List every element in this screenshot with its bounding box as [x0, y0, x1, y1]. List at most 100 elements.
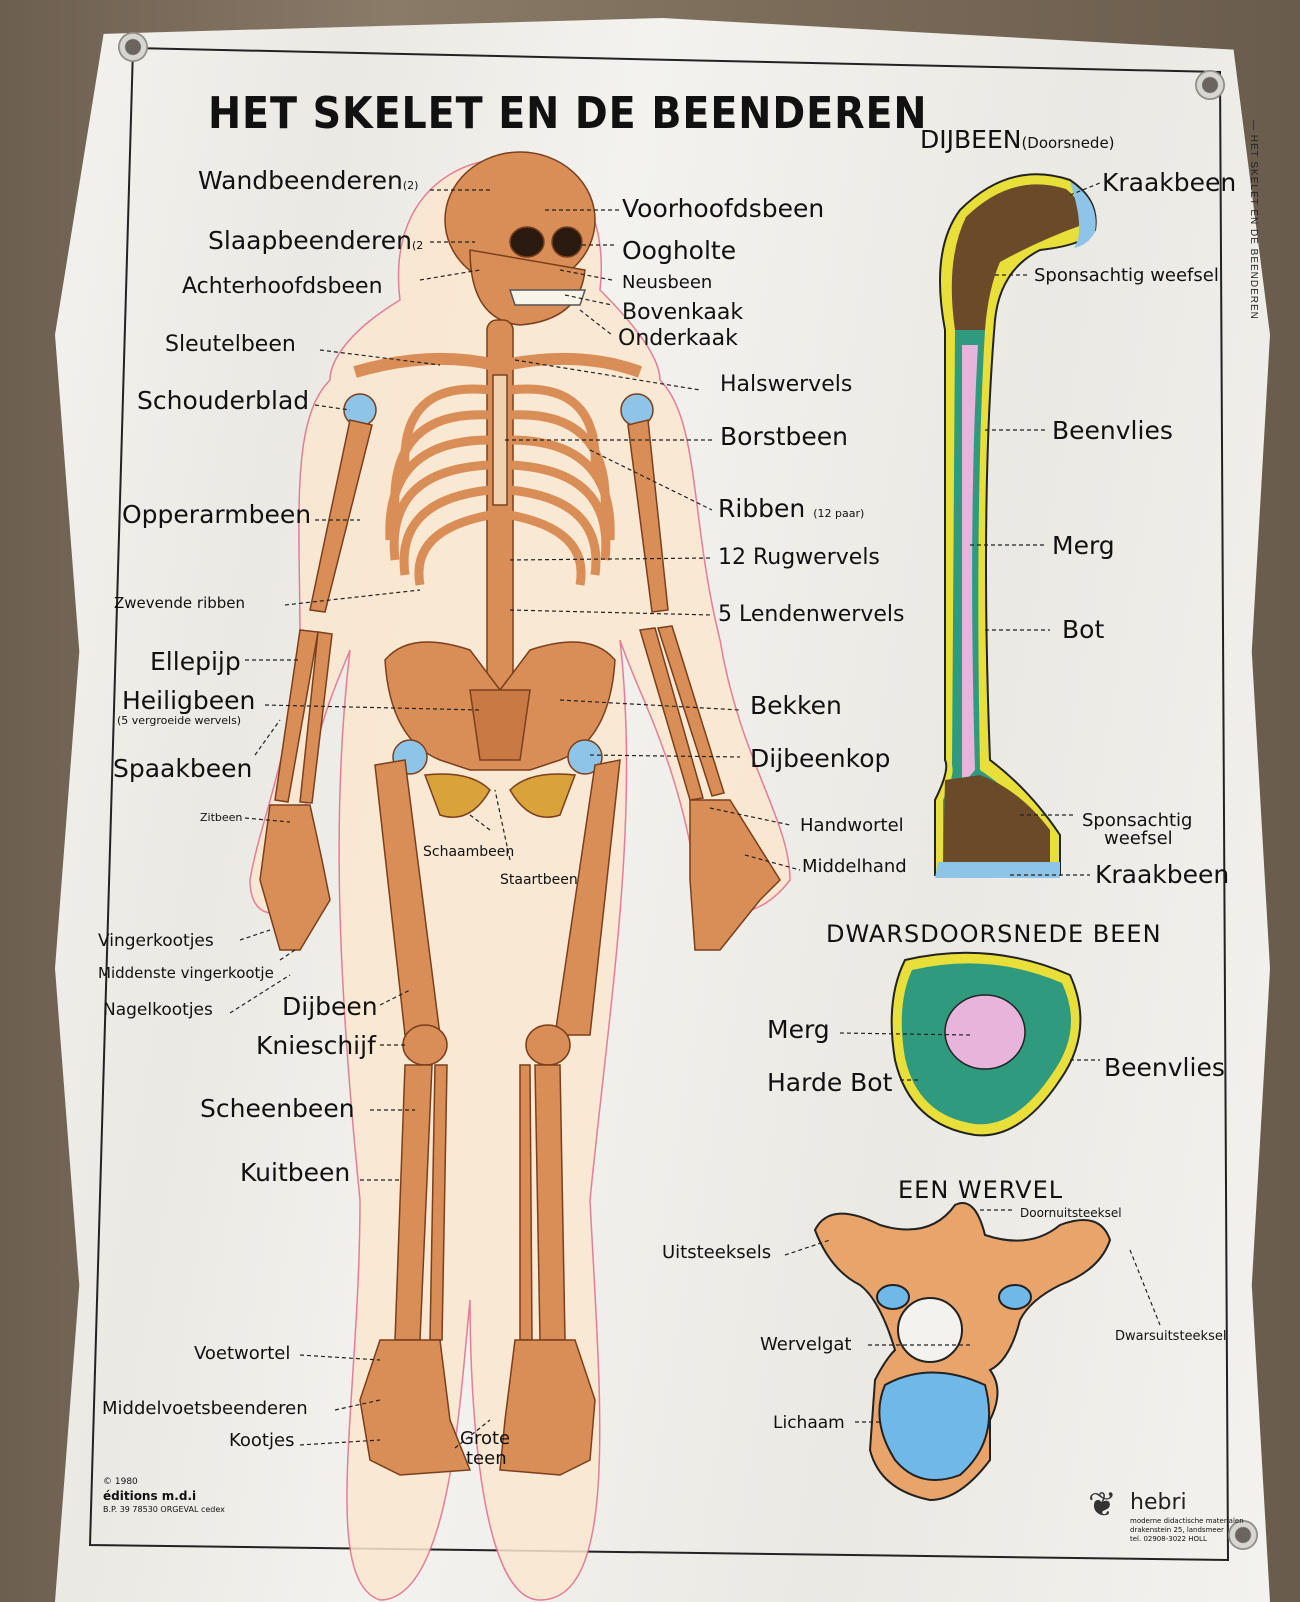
label-sponsachtig-top: Sponsachtig weefsel [1034, 265, 1219, 286]
publisher-name: éditions m.d.i [103, 1489, 197, 1503]
eye-socket-left [509, 226, 545, 258]
right-femur [554, 759, 621, 1036]
label-merg: Merg [1052, 531, 1115, 560]
publisher-brand-line3: tel. 02908-3022 HOLL [1130, 1535, 1207, 1543]
label-middenste-vingerkootje: Middenste vingerkootje [98, 964, 274, 982]
left-fibula [429, 1064, 448, 1341]
label-middelhand: Middelhand [802, 856, 907, 877]
left-ulna [299, 631, 333, 804]
label-zitbeen: Zitbeen [200, 811, 243, 824]
label-sponsachtig-bottom-1: Sponsachtig [1082, 810, 1193, 831]
right-ulna [639, 627, 704, 801]
label-grote-teen-1: Grote [460, 1428, 511, 1449]
right-hand [689, 799, 781, 951]
poster-frame [88, 46, 1230, 1562]
label-onderkaak: Onderkaak [618, 326, 738, 351]
grommet-bottom-right [1228, 1520, 1258, 1550]
label-nagelkootjes: Nagelkootjes [103, 1000, 213, 1020]
label-dijbeenkop: Dijbeenkop [750, 744, 891, 773]
label-cross-merg: Merg [767, 1015, 830, 1044]
label-borstbeen: Borstbeen [720, 422, 849, 451]
label-heiligbeen-note: (5 vergroeide wervels) [117, 714, 242, 727]
label-vingerkootjes: Vingerkootjes [98, 931, 214, 951]
label-beenvlies: Beenvlies [1052, 416, 1173, 445]
side-title: — HET SKELET EN DE BEENDEREN [1248, 120, 1259, 320]
label-kuitbeen: Kuitbeen [240, 1158, 351, 1187]
label-spaakbeen: Spaakbeen [113, 754, 253, 783]
label-bot: Bot [1062, 615, 1105, 644]
left-pubis [423, 773, 491, 818]
left-clavicle [353, 352, 497, 378]
hebri-logo-icon: ❦ [1088, 1485, 1117, 1525]
right-pubis [509, 773, 577, 818]
skeleton [259, 151, 781, 1476]
left-foot [359, 1339, 472, 1476]
ribcage [385, 384, 615, 586]
label-schaambeen: Schaambeen [423, 844, 515, 860]
label-halswervels: Halswervels [720, 372, 853, 397]
label-handwortel: Handwortel [800, 815, 904, 836]
right-fibula [519, 1064, 533, 1341]
label-ellepijp: Ellepijp [150, 647, 241, 676]
label-kootjes: Kootjes [229, 1430, 295, 1451]
label-oogholte: Oogholte [622, 236, 737, 265]
left-hand [259, 804, 331, 951]
label-doornuitsteeksel: Doornuitsteeksel [1020, 1206, 1122, 1220]
publisher-address: B.P. 39 78530 ORGEVAL cedex [103, 1505, 225, 1514]
label-dijbeen: Dijbeen [282, 992, 378, 1021]
label-slaapbeenderen: Slaapbeenderen(2 [208, 226, 424, 255]
leader-lines [229, 182, 1161, 1449]
label-kraakbeen-top: Kraakbeen [1102, 168, 1237, 197]
label-heiligbeen: Heiligbeen [122, 686, 256, 715]
label-bovenkaak: Bovenkaak [622, 300, 744, 325]
label-neusbeen: Neusbeen [622, 272, 713, 293]
label-voetwortel: Voetwortel [194, 1343, 291, 1364]
label-achterhoofdsbeen: Achterhoofdsbeen [182, 274, 383, 299]
publisher-copyright: © 1980 [103, 1477, 138, 1487]
grommet-top-left [118, 32, 148, 62]
label-grote-teen-2: teen [466, 1448, 507, 1469]
label-voorhoofdsbeen: Voorhoofdsbeen [622, 194, 825, 223]
publisher-brand-line1: moderne didactische materialen [1130, 1517, 1244, 1525]
label-bekken: Bekken [750, 691, 842, 720]
right-tibia [534, 1064, 566, 1341]
right-hip-joint [567, 739, 603, 775]
right-clavicle [503, 352, 643, 378]
femur-heading: DIJBEEN(Doorsnede) [920, 125, 1115, 154]
grommet-top-right [1195, 70, 1225, 100]
anatomy-poster [55, 18, 1270, 1602]
left-radius [274, 629, 319, 803]
label-sponsachtig-bottom-2: weefsel [1104, 828, 1173, 849]
teeth [508, 289, 587, 306]
label-lendenwervels: 5 Lendenwervels [718, 602, 905, 627]
label-kraakbeen-bottom: Kraakbeen [1095, 860, 1230, 889]
left-humerus [309, 419, 373, 613]
label-sleutelbeen: Sleutelbeen [165, 332, 296, 357]
cross-section-heading: DWARSDOORSNEDE BEEN [826, 920, 1162, 948]
sternum [492, 374, 508, 506]
right-foot [499, 1339, 596, 1476]
right-patella [525, 1024, 571, 1066]
label-uitsteeksels: Uitsteeksels [662, 1242, 772, 1263]
label-middelvoetsbeenderen: Middelvoetsbeenderen [102, 1398, 308, 1419]
left-patella [402, 1024, 448, 1066]
label-opperarmbeen: Opperarmbeen [122, 500, 312, 529]
label-cross-beenvlies: Beenvlies [1104, 1053, 1225, 1082]
label-lichaam: Lichaam [773, 1413, 845, 1433]
right-radius [657, 625, 725, 797]
label-harde-bot: Harde Bot [767, 1068, 893, 1097]
publisher-brand-line2: drakenstein 25, landsmeer [1130, 1526, 1224, 1534]
right-humerus [627, 419, 669, 613]
femur-section-illustration [934, 173, 1097, 878]
poster-title: HET SKELET EN DE BEENDEREN [208, 88, 928, 139]
label-ribben: Ribben (12 paar) [718, 494, 865, 523]
label-zwevende-ribben: Zwevende ribben [114, 594, 246, 612]
publisher-brand: hebri [1130, 1490, 1187, 1515]
vertebra-illustration [813, 1202, 1112, 1502]
label-knieschijf: Knieschijf [256, 1031, 376, 1060]
label-scheenbeen: Scheenbeen [200, 1094, 355, 1123]
bone-cross-section-illustration [890, 951, 1082, 1137]
label-rugwervels: 12 Rugwervels [718, 545, 880, 570]
eye-socket-right [551, 226, 583, 258]
